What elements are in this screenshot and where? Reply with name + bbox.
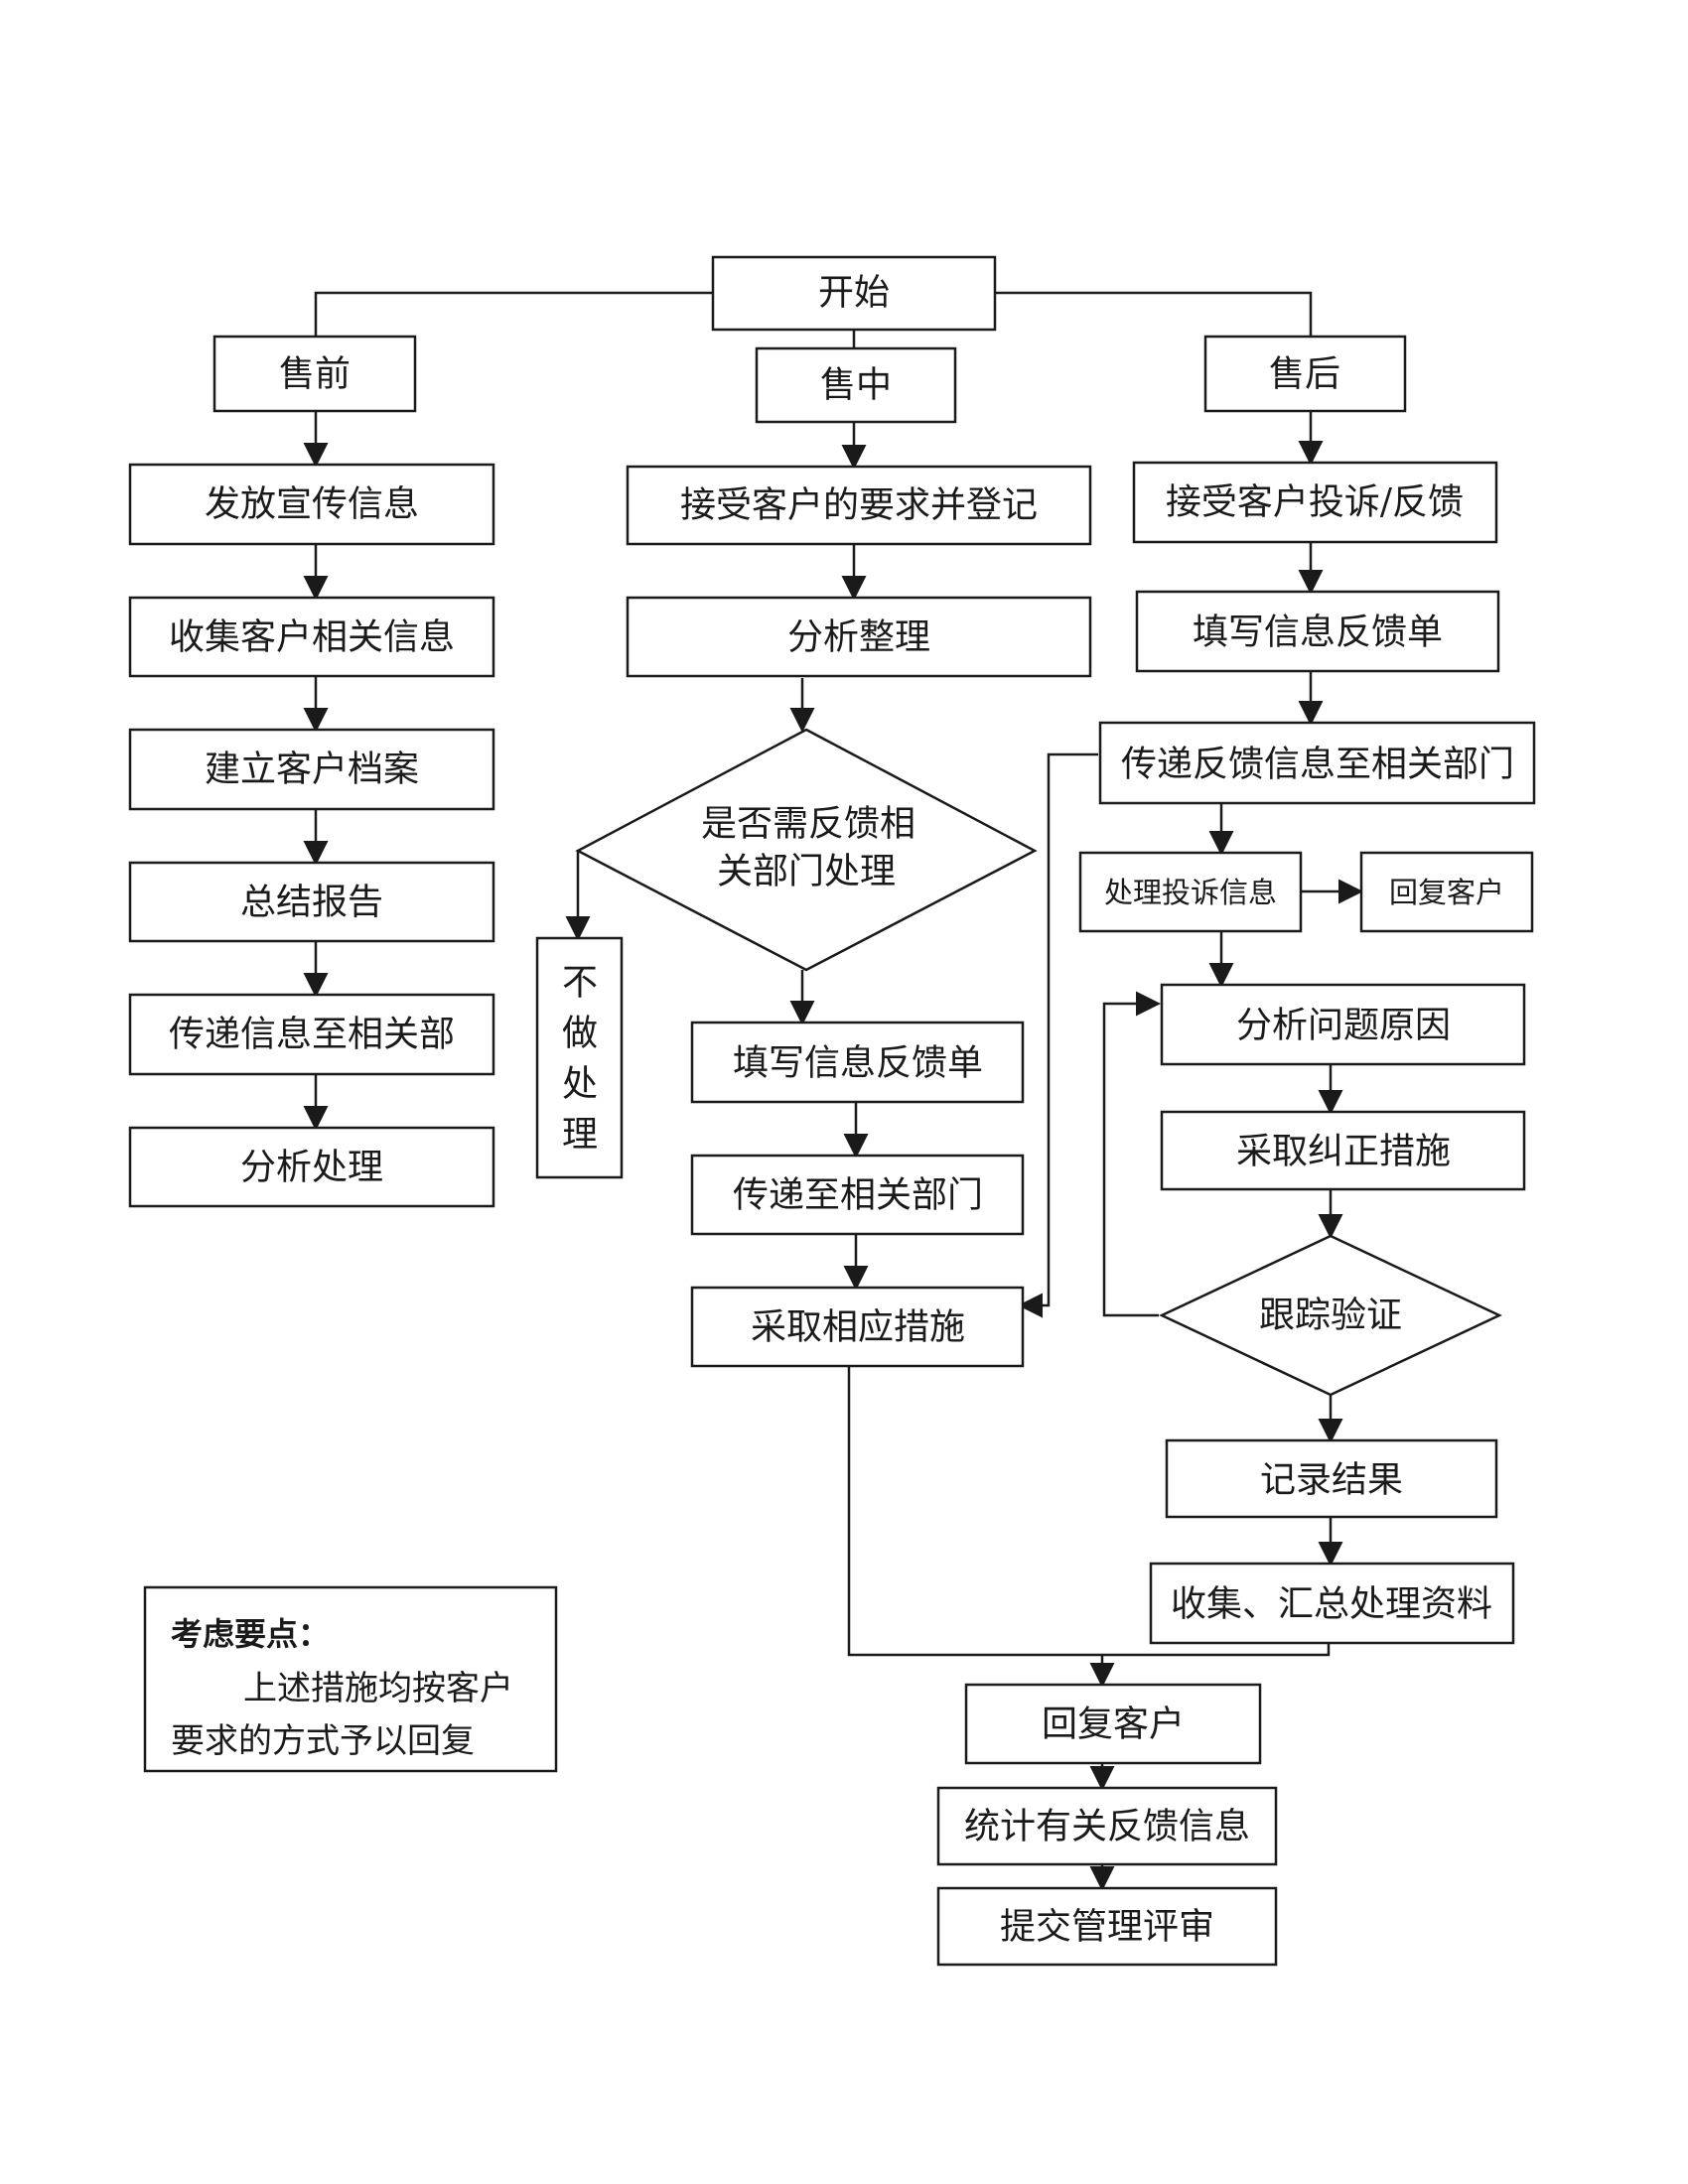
connectors bbox=[303, 291, 1363, 1891]
aftersale-verify-node: 跟踪验证 bbox=[1159, 1234, 1502, 1397]
insale-decision-label-1: 是否需反馈相 bbox=[701, 804, 915, 845]
insale-measures-label: 采取相应措施 bbox=[751, 1307, 965, 1348]
final-reply-label: 回复客户 bbox=[1042, 1705, 1185, 1745]
aftersale-transfer-label: 传递反馈信息至相关部门 bbox=[1121, 745, 1514, 785]
presale-header-label: 售前 bbox=[279, 354, 351, 395]
insale-decision-node: 是否需反馈相 关部门处理 bbox=[575, 728, 1038, 972]
aftersale-record-node: 记录结果 bbox=[1165, 1438, 1498, 1519]
presale-step-4: 总结报告 bbox=[128, 861, 495, 943]
aftersale-fill-form-label: 填写信息反馈单 bbox=[1193, 613, 1443, 653]
aftersale-reply-label: 回复客户 bbox=[1389, 876, 1504, 909]
insale-transfer-node: 传递至相关部门 bbox=[690, 1154, 1025, 1236]
aftersale-analyze-cause-node: 分析问题原因 bbox=[1160, 983, 1526, 1066]
insale-no-action-char: 做 bbox=[562, 1014, 598, 1054]
insale-analyze-label: 分析整理 bbox=[787, 617, 930, 658]
presale-step-label: 总结报告 bbox=[240, 883, 383, 923]
presale-header-node: 售前 bbox=[212, 335, 417, 413]
insale-register-label: 接受客户的要求并登记 bbox=[680, 485, 1038, 526]
insale-measures-node: 采取相应措施 bbox=[690, 1286, 1025, 1368]
insale-no-action-node: 不 做 处 理 bbox=[535, 936, 624, 1179]
final-reply-node: 回复客户 bbox=[964, 1683, 1262, 1765]
insale-no-action-char: 处 bbox=[562, 1064, 598, 1105]
final-stats-node: 统计有关反馈信息 bbox=[936, 1786, 1278, 1866]
aftersale-receive-node: 接受客户投诉/反馈 bbox=[1132, 461, 1498, 544]
final-submit-label: 提交管理评审 bbox=[1000, 1907, 1214, 1948]
insale-header-label: 售中 bbox=[820, 365, 892, 406]
start-to-aftersale-line bbox=[995, 291, 1313, 337]
insale-decision-label-2: 关部门处理 bbox=[717, 852, 896, 892]
insale-register-node: 接受客户的要求并登记 bbox=[626, 465, 1092, 546]
aftersale-reply-node: 回复客户 bbox=[1359, 851, 1534, 933]
aftersale-handle-node: 处理投诉信息 bbox=[1078, 851, 1303, 933]
insale-analyze-node: 分析整理 bbox=[626, 596, 1092, 678]
note-title: 考虑要点： bbox=[171, 1615, 330, 1653]
start-label: 开始 bbox=[818, 273, 890, 314]
measures-to-merge-line bbox=[847, 1364, 1331, 1657]
insale-no-action-char: 不 bbox=[562, 963, 598, 1004]
aftersale-verify-label: 跟踪验证 bbox=[1259, 1296, 1402, 1336]
presale-step-label: 发放宣传信息 bbox=[205, 484, 419, 525]
aftersale-record-label: 记录结果 bbox=[1260, 1460, 1403, 1501]
final-stats-label: 统计有关反馈信息 bbox=[964, 1807, 1250, 1847]
insale-no-action-char: 理 bbox=[562, 1115, 598, 1156]
aftersale-header-node: 售后 bbox=[1203, 335, 1407, 413]
aftersale-handle-label: 处理投诉信息 bbox=[1104, 876, 1277, 909]
presale-step-label: 建立客户档案 bbox=[205, 750, 419, 790]
note-line-2: 要求的方式予以回复 bbox=[171, 1721, 475, 1761]
presale-step-5: 传递信息至相关部 bbox=[128, 993, 495, 1076]
aftersale-collect-node: 收集、汇总处理资料 bbox=[1149, 1562, 1515, 1645]
presale-step-6: 分析处理 bbox=[128, 1126, 495, 1208]
aftersale-fill-form-node: 填写信息反馈单 bbox=[1135, 590, 1500, 673]
presale-step-label: 收集客户相关信息 bbox=[169, 617, 455, 658]
start-node: 开始 bbox=[711, 255, 997, 332]
arrow-verify-loop bbox=[1102, 991, 1161, 1317]
presale-step-2: 收集客户相关信息 bbox=[128, 596, 495, 678]
presale-step-label: 分析处理 bbox=[240, 1148, 383, 1188]
presale-step-label: 传递信息至相关部 bbox=[169, 1015, 455, 1055]
aftersale-header-label: 售后 bbox=[1269, 354, 1340, 395]
aftersale-corrective-node: 采取纠正措施 bbox=[1160, 1110, 1526, 1191]
aftersale-analyze-cause-label: 分析问题原因 bbox=[1236, 1006, 1451, 1046]
aftersale-receive-label: 接受客户投诉/反馈 bbox=[1166, 482, 1464, 523]
insale-transfer-label: 传递至相关部门 bbox=[733, 1175, 983, 1216]
insale-fill-form-label: 填写信息反馈单 bbox=[733, 1043, 983, 1084]
note-line-1: 上述措施均按客户 bbox=[243, 1669, 513, 1708]
arrow-transfer-to-measures bbox=[1018, 752, 1098, 1318]
aftersale-corrective-label: 采取纠正措施 bbox=[1236, 1132, 1451, 1172]
aftersale-transfer-node: 传递反馈信息至相关部门 bbox=[1098, 721, 1536, 805]
aftersale-collect-label: 收集、汇总处理资料 bbox=[1171, 1584, 1492, 1625]
presale-step-1: 发放宣传信息 bbox=[128, 463, 495, 546]
final-submit-node: 提交管理评审 bbox=[936, 1886, 1278, 1967]
start-to-presale-line bbox=[314, 291, 713, 337]
insale-fill-form-node: 填写信息反馈单 bbox=[690, 1021, 1025, 1104]
note-box: 考虑要点： 上述措施均按客户 要求的方式予以回复 bbox=[143, 1585, 558, 1773]
insale-header-node: 售中 bbox=[755, 346, 957, 424]
presale-step-3: 建立客户档案 bbox=[128, 728, 495, 811]
